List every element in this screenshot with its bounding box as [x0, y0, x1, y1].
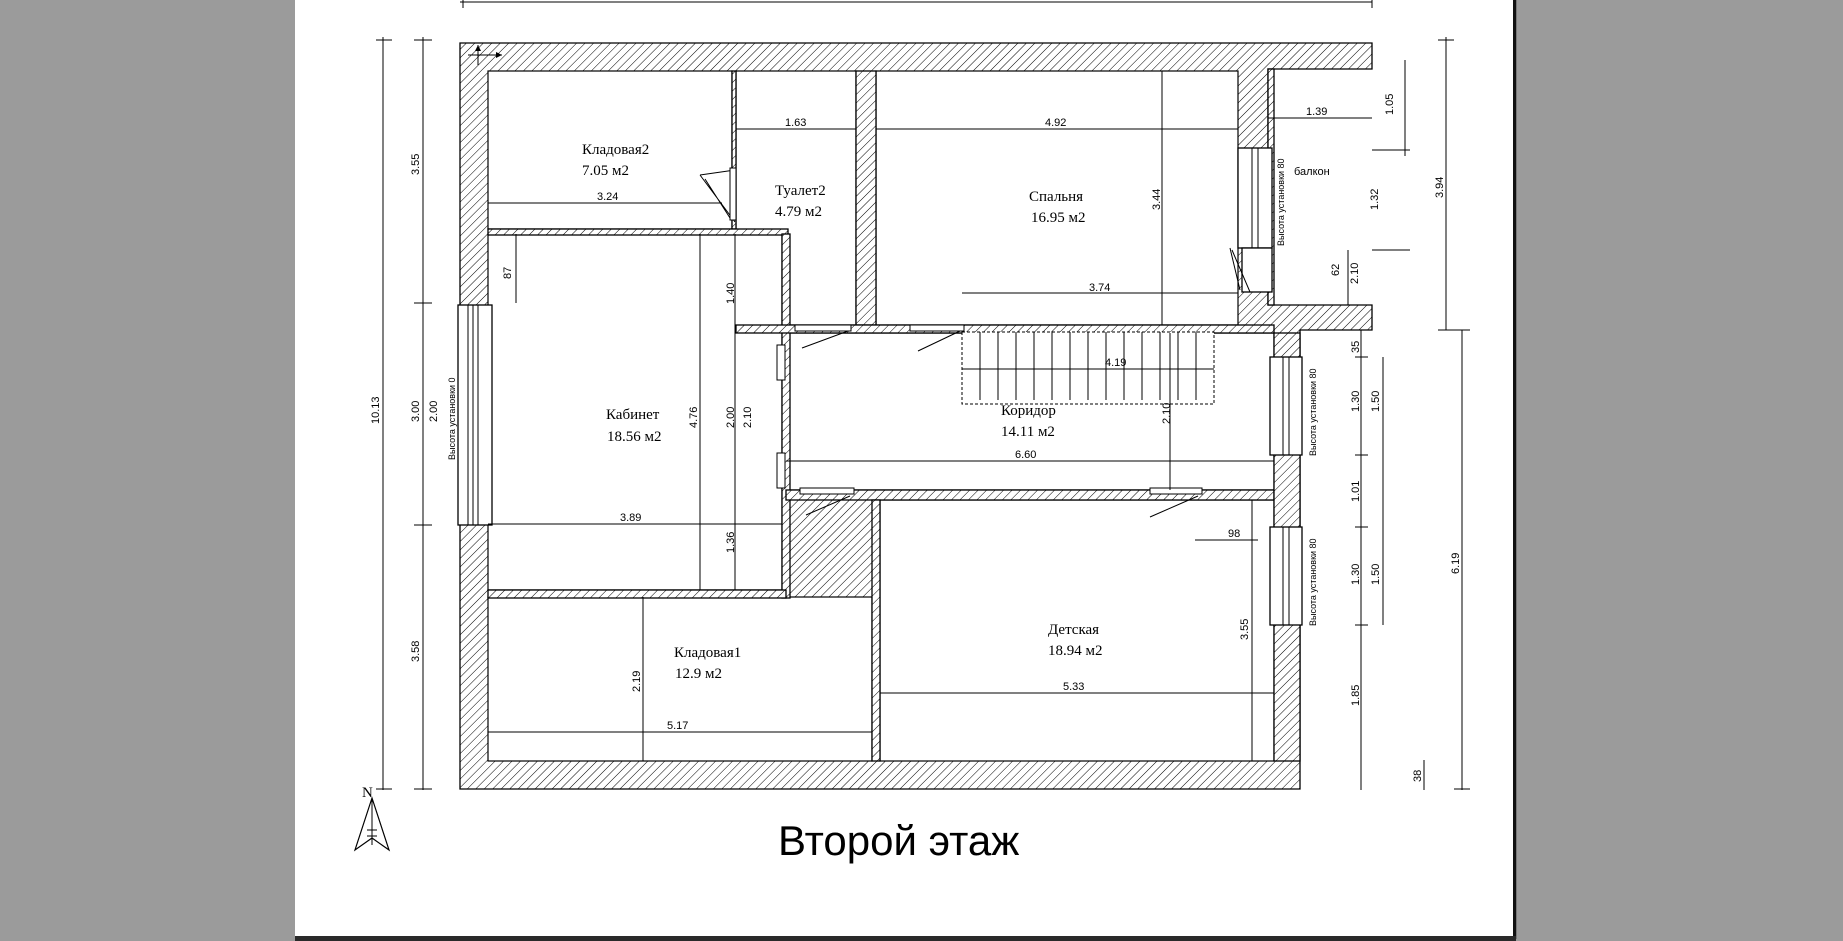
- room-name-nursery: Детская: [1048, 622, 1099, 638]
- room-area-study: 18.56 м2: [607, 429, 662, 445]
- north-label: N: [362, 785, 373, 801]
- dim-storage1-height: 2.19: [631, 671, 643, 692]
- dim-study-width: 3.89: [620, 512, 641, 524]
- dim-study-height: 4.76: [688, 407, 700, 428]
- dim-total-height: 10.13: [370, 396, 382, 424]
- top-dimension: [460, 0, 1373, 8]
- dim-210b: 2.10: [1349, 263, 1361, 284]
- north-arrow-icon: [353, 796, 391, 852]
- sheet-shadow: [295, 936, 1516, 941]
- dim-r-35: 35: [1350, 341, 1362, 353]
- dim-corridor-height: 2.10: [1161, 403, 1173, 424]
- dim-left-300: 3.00: [410, 401, 422, 422]
- dim-r-150a: 1.50: [1370, 391, 1382, 412]
- dim-140: 1.40: [725, 283, 737, 304]
- windows: [457, 147, 1303, 626]
- dim-105: 1.05: [1384, 94, 1396, 115]
- room-area-bedroom: 16.95 м2: [1031, 210, 1086, 226]
- dim-storage2-width: 3.24: [597, 191, 618, 203]
- room-name-storage2: Кладовая2: [582, 142, 649, 158]
- dim-132: 1.32: [1369, 189, 1381, 210]
- dim-left-358: 3.58: [410, 641, 422, 662]
- room-area-storage2: 7.05 м2: [582, 163, 629, 179]
- install-note-nursery: Высота установки 80: [1308, 538, 1318, 626]
- dim-r-394: 3.94: [1434, 177, 1446, 198]
- origin-cross-icon: [468, 45, 502, 65]
- install-note-corridor: Высота установки 80: [1308, 368, 1318, 456]
- dim-r-130b: 1.30: [1350, 564, 1362, 585]
- dim-r-130a: 1.30: [1350, 391, 1362, 412]
- dim-bedroom-width2: 3.74: [1089, 282, 1110, 294]
- balcony-label: балкон: [1294, 166, 1330, 178]
- dim-toilet-width: 1.63: [785, 117, 806, 129]
- dim-nursery-width: 5.33: [1063, 681, 1084, 693]
- dim-nursery-height: 3.55: [1239, 619, 1251, 640]
- room-name-bedroom: Спальня: [1029, 189, 1083, 205]
- room-name-study: Кабинет: [606, 407, 660, 423]
- doors: [699, 167, 1251, 518]
- inner-dimensions: [488, 71, 1372, 761]
- dim-62: 62: [1330, 264, 1342, 276]
- staircase: [961, 331, 1215, 405]
- right-dimensions: [1347, 37, 1470, 790]
- dim-left-200: 2.00: [428, 401, 440, 422]
- dim-storage1-width: 5.17: [667, 720, 688, 732]
- install-note-bedroom: Высота установки 80: [1276, 158, 1286, 246]
- dim-balcony-width: 1.39: [1306, 106, 1327, 118]
- dim-corridor-length: 6.60: [1015, 449, 1036, 461]
- dim-r-38: 38: [1412, 770, 1424, 782]
- room-area-toilet2: 4.79 м2: [775, 204, 822, 220]
- dim-136: 1.36: [725, 532, 737, 553]
- room-name-toilet2: Туалет2: [775, 183, 826, 199]
- dim-210a: 2.10: [742, 407, 754, 428]
- dim-r-619: 6.19: [1450, 553, 1462, 574]
- dim-r-101: 1.01: [1350, 481, 1362, 502]
- install-note-window-left: Высота установки 0: [447, 377, 457, 460]
- room-area-storage1: 12.9 м2: [675, 666, 722, 682]
- dim-87: 87: [502, 267, 514, 279]
- room-name-corridor: Коридор: [1001, 403, 1056, 419]
- dim-bedroom-width: 4.92: [1045, 117, 1066, 129]
- dim-r-150b: 1.50: [1370, 564, 1382, 585]
- dim-bedroom-height: 3.44: [1151, 189, 1163, 210]
- room-name-storage1: Кладовая1: [674, 645, 741, 661]
- dim-corridor-width: 4.19: [1105, 357, 1126, 369]
- dim-98: 98: [1228, 528, 1240, 540]
- room-area-nursery: 18.94 м2: [1048, 643, 1103, 659]
- plan-title: Второй этаж: [778, 817, 1019, 864]
- room-area-corridor: 14.11 м2: [1001, 424, 1055, 440]
- dim-r-185: 1.85: [1350, 685, 1362, 706]
- left-dimensions: [376, 37, 432, 790]
- dim-left-355: 3.55: [410, 154, 422, 175]
- dim-200a: 2.00: [725, 407, 737, 428]
